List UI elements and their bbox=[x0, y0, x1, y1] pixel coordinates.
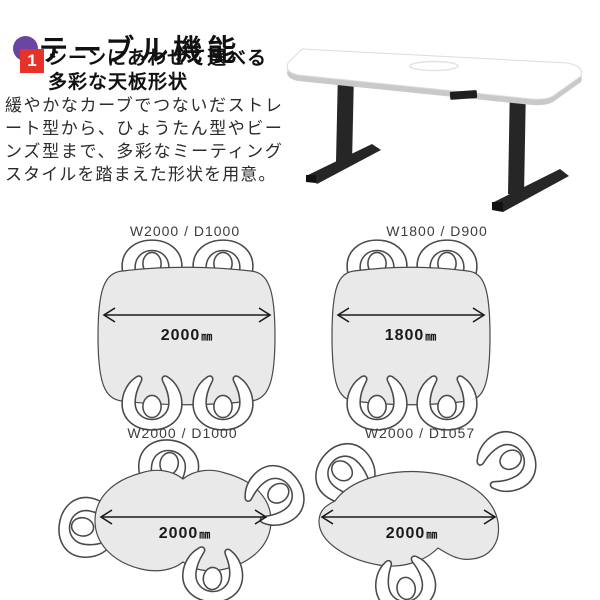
diagram-straight-w1800: W1800 / D900 1800㎜ bbox=[312, 222, 562, 431]
feature-heading-text: シーンにあわせて選べる 多彩な天板形状 bbox=[48, 47, 267, 95]
diagram-size-label: W2000 / D1000 bbox=[129, 223, 241, 239]
table-left-foot-cap bbox=[306, 175, 316, 183]
diagram-straight-w2000-drawing: 2000㎜ bbox=[97, 239, 276, 431]
table-left-leg bbox=[336, 70, 354, 164]
diagram-bean-drawing: 2000㎜ bbox=[304, 421, 547, 600]
dimension-arrow bbox=[336, 307, 486, 323]
product-photo-table bbox=[282, 24, 600, 222]
page-title: テーブル機能 bbox=[39, 35, 242, 68]
diagram-size-label: W2000 / D1000 bbox=[127, 425, 238, 441]
dimension-label: 2000㎜ bbox=[159, 525, 212, 542]
dimension-arrow bbox=[99, 509, 268, 525]
feature-description: 緩やかなカーブでつないだストレート型から、ひょうたん型やビーンズ型まで、多彩なミ… bbox=[5, 96, 283, 184]
tabletop-shape-gourd bbox=[94, 469, 272, 572]
diagram-size-label: W2000 / D1057 bbox=[364, 425, 476, 441]
diagram-straight-w2000: W2000 / D1000 2000㎜ bbox=[60, 222, 310, 431]
diagram-gourd-w2000: W2000 / D1000 2000㎜ bbox=[53, 424, 316, 600]
dimension-arrow bbox=[320, 509, 497, 525]
feature-1-heading: 1 シーンにあわせて選べる 多彩な天板形状 bbox=[20, 47, 267, 95]
table-right-foot-cap bbox=[492, 202, 503, 212]
dimension-label: 1800㎜ bbox=[385, 327, 438, 344]
table-right-foot bbox=[494, 169, 569, 212]
dimension-label: 2000㎜ bbox=[161, 327, 214, 344]
feature-heading-line2: 多彩な天板形状 bbox=[48, 72, 189, 93]
diagram-bean-w2000: W2000 / D1057 2000㎜ bbox=[304, 421, 600, 600]
diagram-straight-w1800-drawing: 1800㎜ bbox=[331, 239, 491, 431]
dimension-arrow bbox=[102, 307, 272, 323]
table-left-foot bbox=[308, 144, 381, 184]
height-control-pad bbox=[449, 90, 478, 100]
cable-port bbox=[409, 60, 459, 72]
table-photo-illustration bbox=[286, 48, 583, 212]
dimension-label: 2000㎜ bbox=[386, 525, 439, 542]
diagram-gourd-drawing: 2000㎜ bbox=[53, 434, 316, 600]
table-right-leg bbox=[508, 82, 526, 196]
diagram-size-label: W1800 / D900 bbox=[386, 223, 488, 239]
feature-number-badge: 1 bbox=[20, 49, 44, 73]
tabletop-shape-bean bbox=[318, 470, 500, 567]
tabletop-surface bbox=[286, 48, 583, 100]
section-header: テーブル機能 bbox=[13, 8, 241, 89]
feature-heading-line1: シーンにあわせて選べる bbox=[48, 48, 268, 69]
